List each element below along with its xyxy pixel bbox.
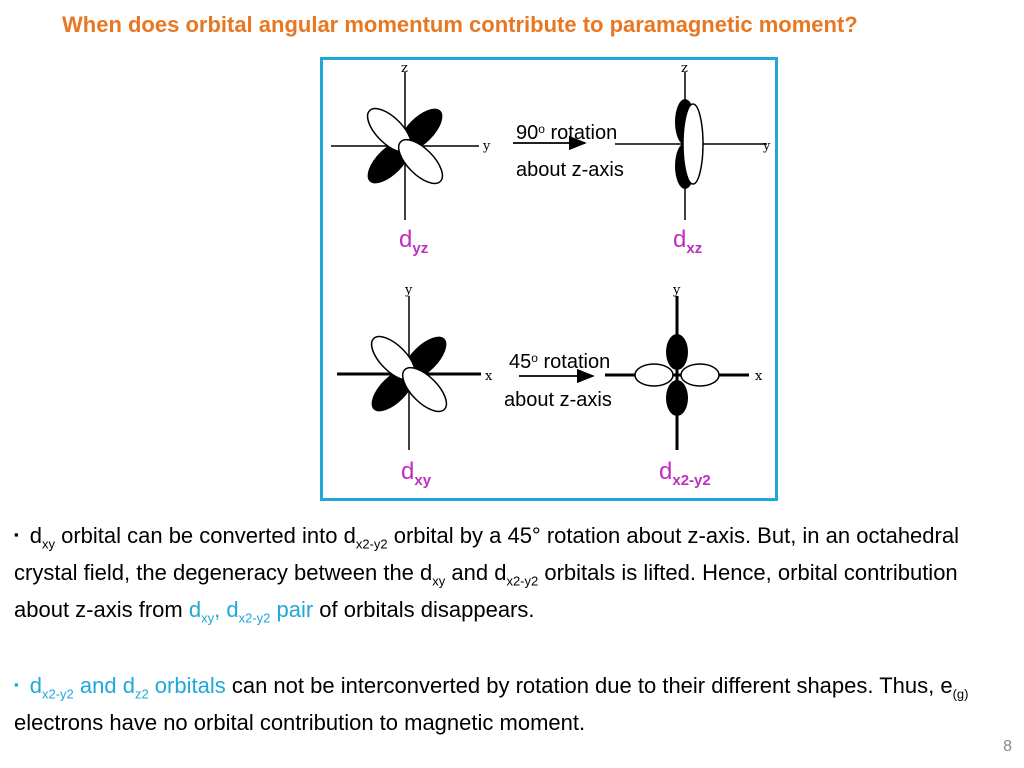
y-axis-label: y [672,283,681,298]
top-rotation-label: 90o rotation [516,122,618,144]
bullet-icon: ▪ [14,527,19,542]
y-axis-label: y [482,139,491,154]
orbital-rotation-figure: z y z y y x [320,57,778,501]
z-axis-label: z [401,61,408,76]
dxz-orbital: z y [615,61,771,220]
x-axis-label: x [755,369,763,384]
dx2-y2-label: dx2-y2 [659,458,711,489]
slide-title: When does orbital angular momentum contr… [62,12,858,37]
bottom-rotation-axis: about z-axis [504,389,612,411]
dxz-label: dxz [673,226,703,257]
bullet-icon: ▪ [14,677,19,692]
page-number: 8 [1003,738,1012,755]
y-axis-label: y [762,139,771,154]
orbital-diagram: z y z y y x [331,61,771,450]
z-axis-label: z [681,61,688,76]
dyz-label: dyz [399,226,429,257]
paragraph-degeneracy: ▪ dxy orbital can be converted into dx2-… [14,523,959,626]
y-axis-label: y [404,283,413,298]
paragraph-eg-electrons: ▪ dx2-y2 and dz2 orbitals can not be int… [14,673,969,735]
dxy-label: dxy [401,458,432,489]
top-rotation-axis: about z-axis [516,159,624,181]
dx2-y2-orbital: y x [605,283,763,450]
bottom-rotation-label: 45o rotation [509,351,611,373]
dyz-orbital: z y [331,61,491,220]
dxy-orbital: y x [337,283,493,450]
x-axis-label: x [485,369,493,384]
